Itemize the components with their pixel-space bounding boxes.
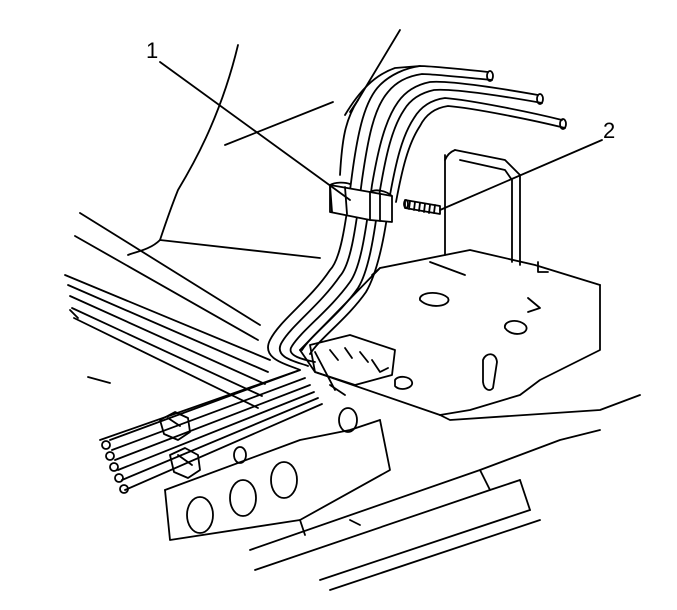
callout-1-label: 1 (146, 38, 159, 63)
leader-lines (159, 61, 603, 211)
floor-rails (64, 274, 271, 409)
callout-2-leader (439, 139, 603, 211)
floor-lines (249, 429, 601, 591)
lower-pipe-run (101, 351, 346, 494)
frame-rail (164, 407, 391, 541)
stud-bolt (403, 199, 441, 215)
pipe-clip (329, 181, 393, 223)
crossmember-bracket (299, 149, 641, 421)
pipe-holder-tab (309, 334, 396, 386)
background-panel (74, 29, 401, 341)
lower-clips (159, 411, 201, 479)
callout-1-leader (159, 61, 351, 201)
callout-2-label: 2 (603, 118, 616, 143)
pipe-bundle (99, 65, 567, 441)
